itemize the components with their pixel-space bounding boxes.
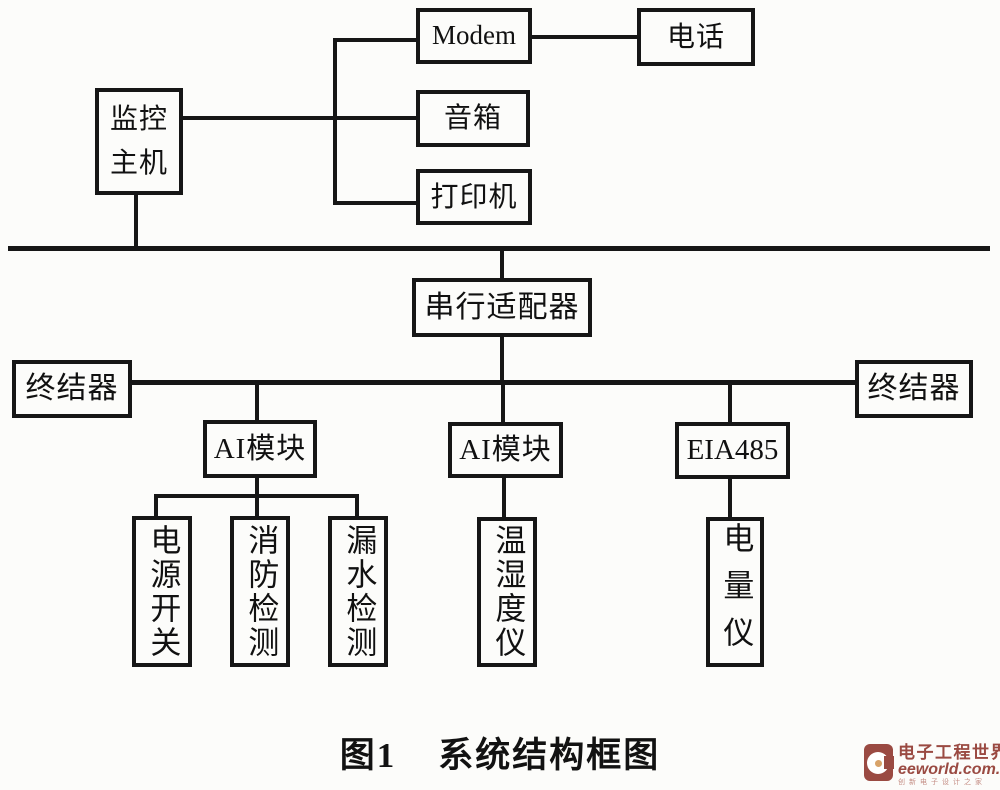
connector-host-to-bus1	[134, 194, 138, 247]
connector-branch-horizontal	[154, 494, 359, 498]
figure-caption: 图1 系统结构框图	[0, 727, 1000, 778]
connector-modem-to-phone	[531, 35, 638, 39]
node-terminator-right: 终结器	[855, 360, 973, 418]
connector-eia485-to-power-meter	[728, 478, 732, 518]
eeworld-watermark: 电子工程世界 eeworld.com.cn 创新电子设计之家	[864, 744, 1000, 786]
node-eia485: EIA485	[675, 422, 790, 479]
connector-bus2-to-eia485	[728, 384, 732, 423]
figure-caption-number: 图1	[339, 736, 397, 775]
watermark-site-url: eeworld.com.cn	[898, 760, 1000, 778]
connector-bus2-to-ai-module-1	[255, 384, 259, 421]
node-temp-humidity-meter: 温湿度仪	[477, 517, 537, 667]
eeworld-logo-icon	[864, 744, 894, 781]
connector-trunk-vertical	[333, 38, 337, 205]
watermark-tagline: 创新电子设计之家	[898, 778, 986, 786]
node-fire-detection: 消防检测	[230, 516, 290, 667]
node-monitor-host: 监控 主机	[95, 88, 183, 195]
node-leak-detection: 漏水检测	[328, 516, 388, 667]
bus-line-2	[130, 380, 857, 385]
node-phone: 电话	[637, 8, 755, 66]
connector-branch-to-power-switch	[154, 494, 158, 517]
node-power-meter: 电量仪	[706, 517, 764, 667]
node-power-switch: 电源开关	[132, 516, 192, 667]
watermark-text-block: 电子工程世界 eeworld.com.cn 创新电子设计之家	[898, 744, 1000, 786]
connector-serial-adapter-to-bus2	[500, 336, 504, 381]
watermark-site-name: 电子工程世界	[898, 743, 1000, 762]
connector-trunk-to-modem	[333, 38, 417, 42]
bus-line-1	[8, 246, 990, 251]
node-terminator-left: 终结器	[12, 360, 132, 418]
node-printer: 打印机	[416, 169, 532, 225]
node-ai-module-1: AI模块	[203, 420, 317, 478]
logo-notch-shape	[884, 756, 894, 769]
logo-dot-shape	[875, 760, 882, 767]
connector-bus1-to-serial-adapter	[500, 250, 504, 278]
connector-host-to-speaker	[182, 116, 417, 120]
node-ai-module-2: AI模块	[448, 422, 563, 478]
connector-branch-to-leak-detection	[355, 494, 359, 517]
node-serial-adapter: 串行适配器	[412, 278, 592, 337]
connector-trunk-to-printer	[333, 201, 417, 205]
connector-bus2-to-ai-module-2	[501, 384, 505, 423]
node-speaker: 音箱	[416, 90, 530, 147]
figure-caption-title: 系统结构框图	[438, 736, 661, 775]
node-modem: Modem	[416, 8, 532, 64]
connector-ai-module-2-to-temp-humidity	[502, 477, 506, 518]
